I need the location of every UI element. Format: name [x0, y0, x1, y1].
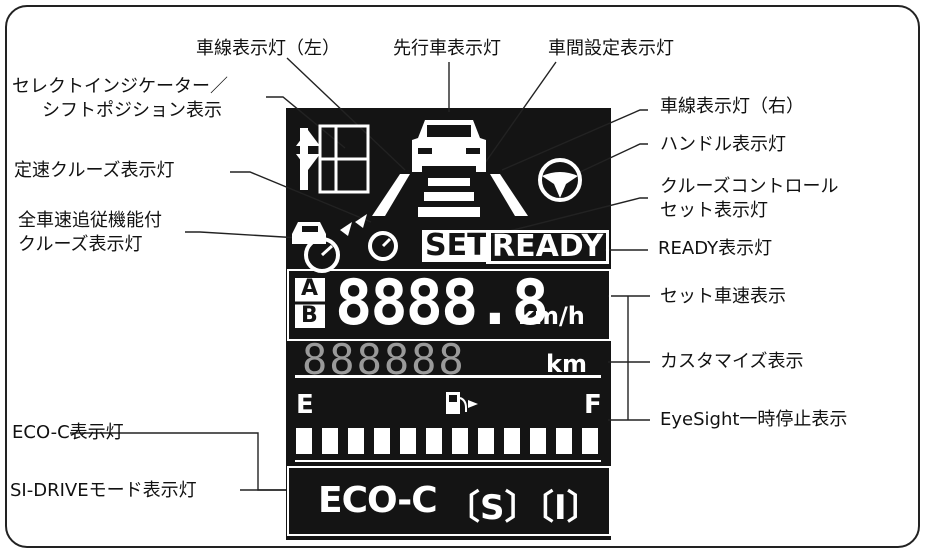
- label-lane-left: 車線表示灯（左）: [196, 38, 340, 59]
- speed-unit: km/h: [518, 302, 585, 330]
- s-mode: 〔S〕: [446, 488, 539, 528]
- eco-c-indicator: ECO-C: [318, 480, 438, 521]
- label-acc-2: クルーズ表示灯: [18, 234, 143, 255]
- set-speed-digits: 8888.8: [335, 266, 549, 339]
- label-set-speed: セット車速表示: [660, 286, 786, 307]
- label-eyesight-pause: EyeSight一時停止表示: [660, 409, 848, 430]
- label-steering: ハンドル表示灯: [660, 134, 786, 155]
- label-si-drive: SI-DRIVEモード表示灯: [10, 480, 197, 501]
- odometer-digits: 888888: [302, 335, 466, 384]
- odometer-unit: km: [546, 350, 587, 378]
- fuel-empty: E: [296, 390, 314, 420]
- label-eco-c: ECO-C表示灯: [12, 422, 124, 443]
- a-label: A: [301, 276, 319, 301]
- label-ready: READY表示灯: [658, 238, 773, 259]
- label-cruise-set-2: セット表示灯: [660, 200, 768, 221]
- fuel-full: F: [584, 390, 602, 420]
- frame-border: [5, 5, 920, 548]
- label-cruise-set-1: クルーズコントロール: [660, 176, 839, 197]
- label-select-indicator-1: セレクトインジケーター／: [12, 76, 228, 97]
- label-select-indicator-2: シフトポジション表示: [42, 100, 222, 121]
- i-mode: 〔I〕: [520, 488, 601, 528]
- label-acc-1: 全車速追従機能付: [18, 210, 162, 231]
- label-custom: カスタマイズ表示: [660, 351, 804, 372]
- label-lead-vehicle: 先行車表示灯: [393, 38, 501, 59]
- set-indicator: SET: [422, 230, 491, 262]
- label-distance-setting: 車間設定表示灯: [548, 38, 674, 59]
- label-lane-right: 車線表示灯（右）: [660, 96, 804, 117]
- label-cruise-constant: 定速クルーズ表示灯: [14, 160, 175, 181]
- b-label: B: [301, 303, 318, 328]
- ready-indicator: READY: [486, 230, 610, 264]
- lane-graphics: [287, 120, 611, 536]
